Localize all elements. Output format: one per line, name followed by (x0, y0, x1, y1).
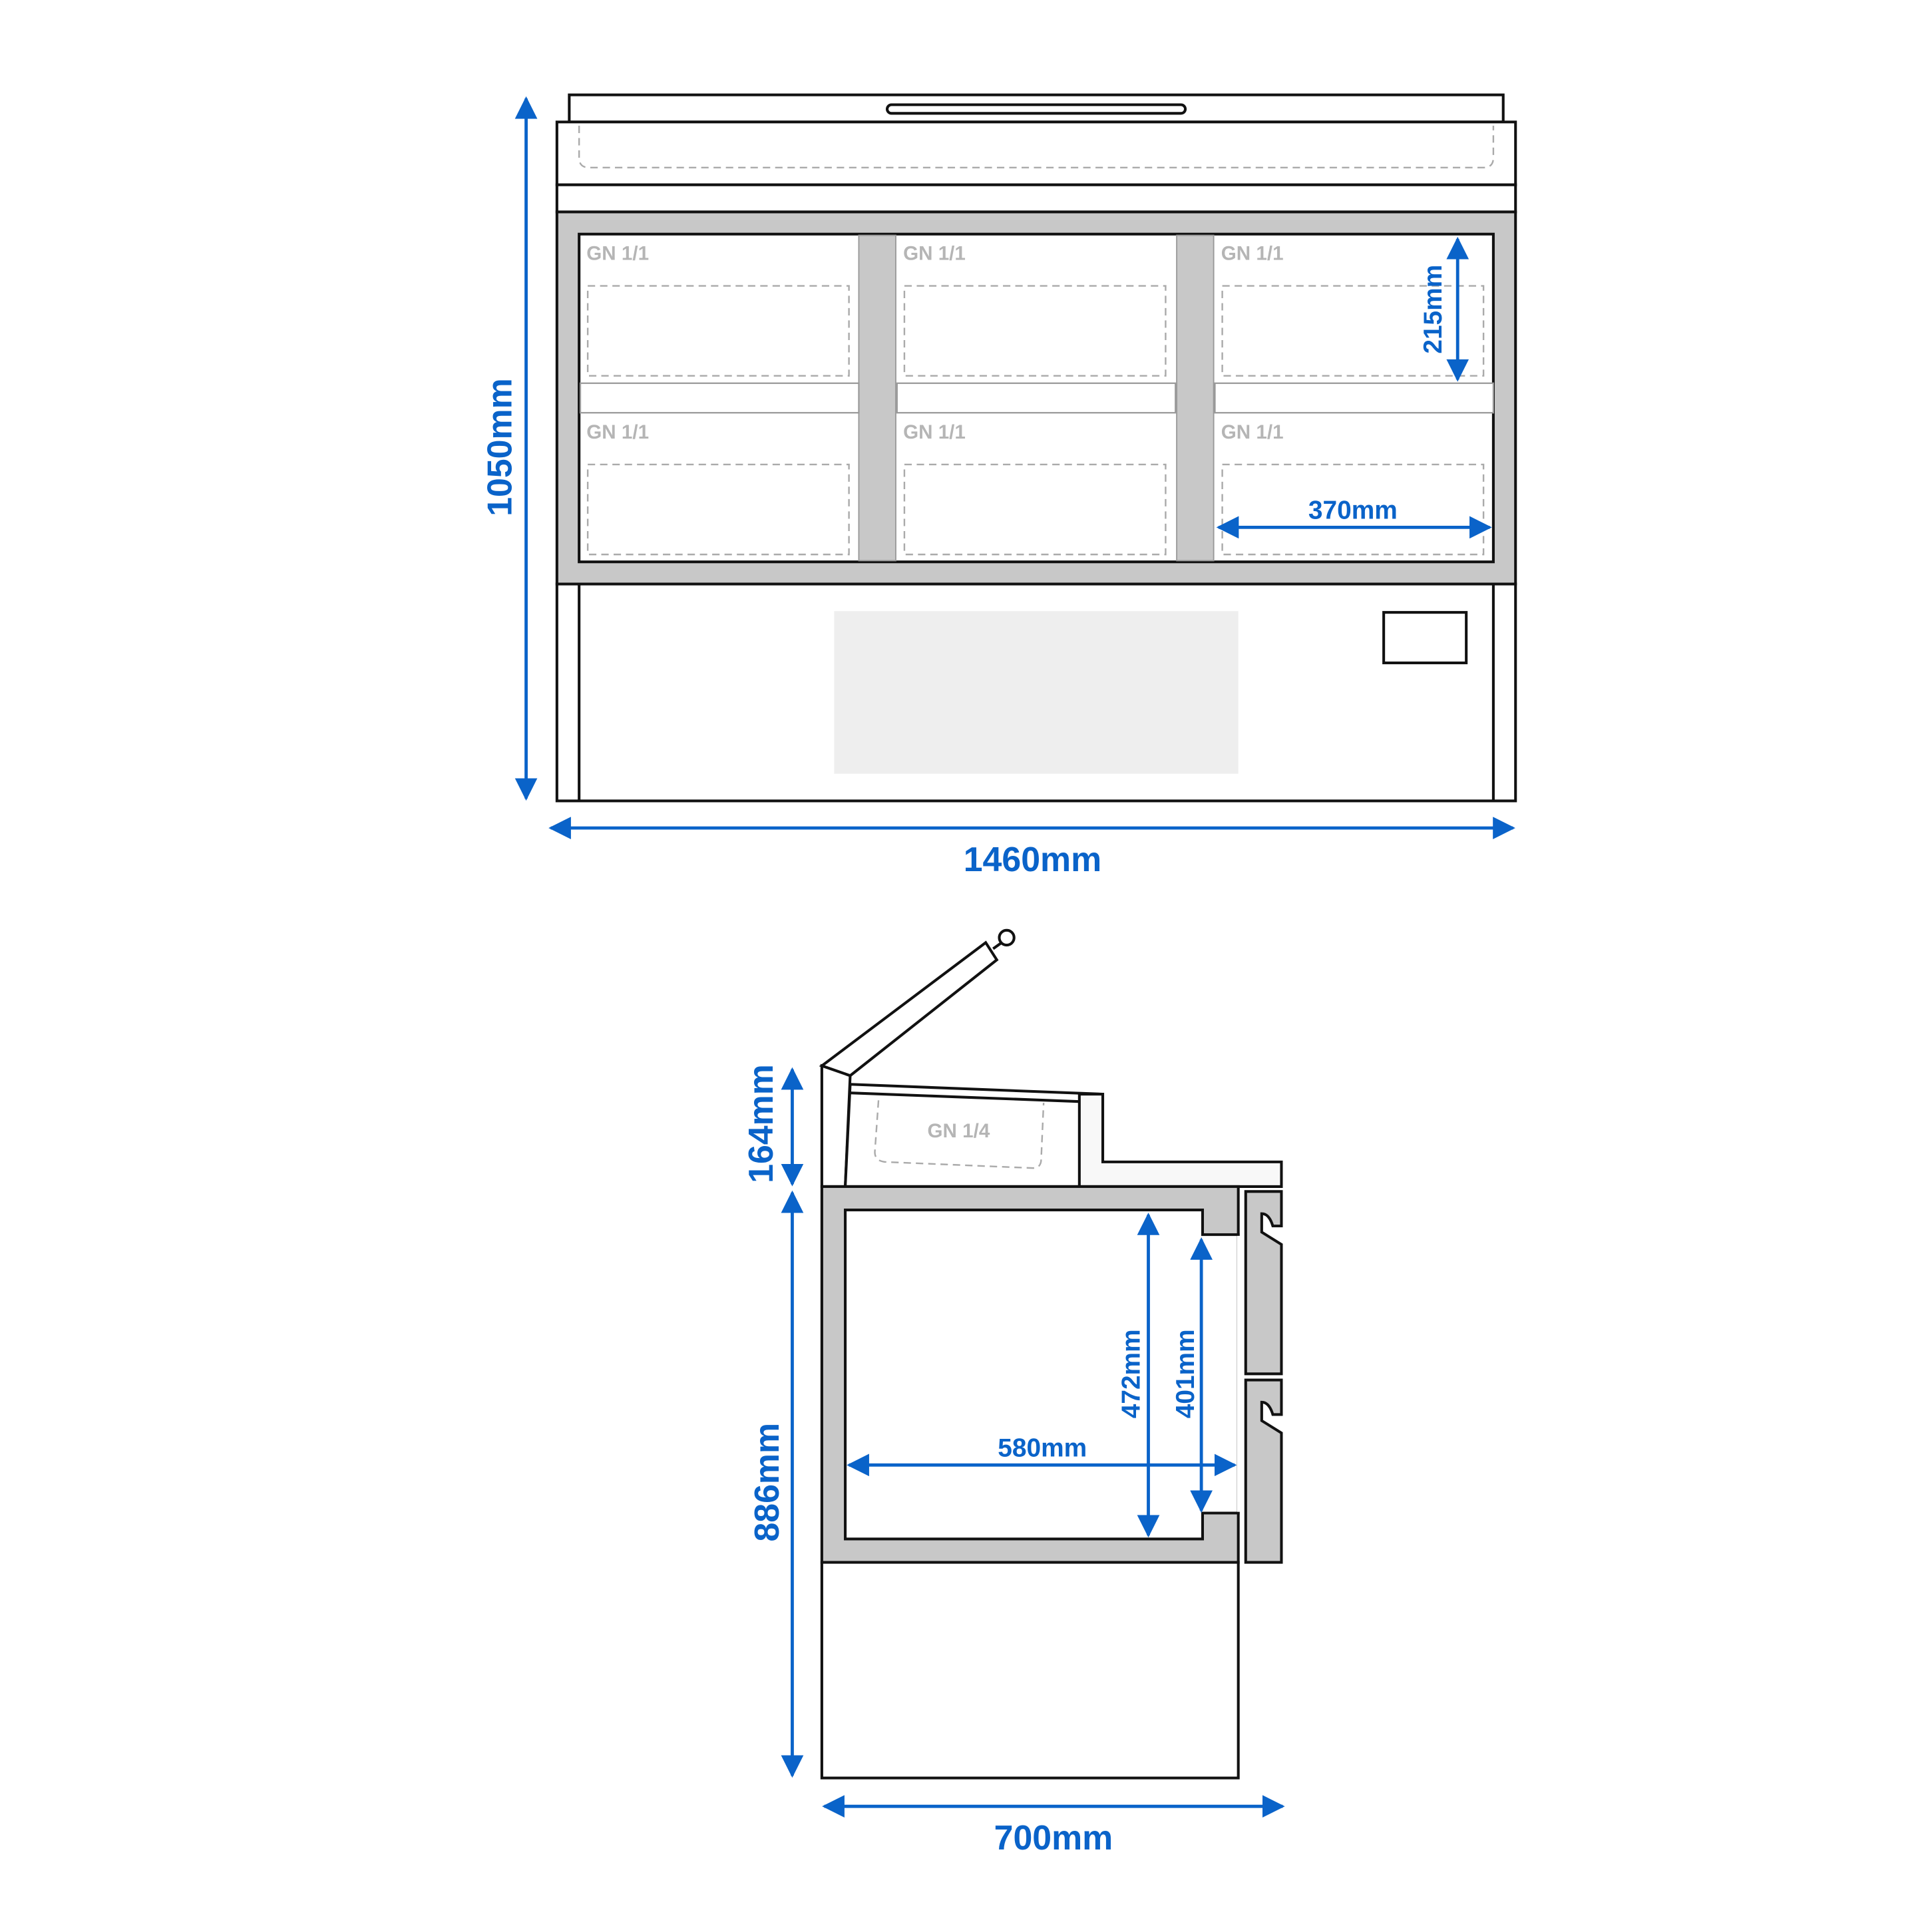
inner-height-label: 472mm (1117, 1329, 1146, 1418)
pan-outline (1221, 285, 1485, 377)
divider (1176, 234, 1215, 562)
upper-band (555, 120, 1517, 186)
gn-pan-label: GN 1/1 (1221, 421, 1284, 443)
pan-outline (1221, 463, 1485, 556)
gn-pan-label: GN 1/4 (927, 1120, 990, 1142)
base-section (820, 1561, 1240, 1780)
front-view: GN 1/1 GN 1/1 GN 1/1 GN 1/1 GN 1/1 GN 1/1 105… (480, 93, 1517, 878)
body-height-label: 886mm (747, 1423, 786, 1542)
control-panel (1382, 611, 1468, 665)
lid-handle (885, 103, 1187, 115)
lid-knob (998, 928, 1016, 947)
gn-pan-slot: GN 1/1 (1221, 421, 1485, 556)
pan-outline (903, 285, 1167, 377)
width-label: 1460mm (964, 840, 1101, 878)
open-lid (819, 940, 999, 1077)
gn-pan-slot: GN 1/1 (1221, 243, 1485, 377)
gn-pan-label: GN 1/1 (586, 421, 649, 443)
height-label: 1050mm (480, 378, 518, 516)
divider (858, 234, 896, 562)
top-height-label: 164mm (741, 1064, 780, 1183)
pan-depth-label: 215mm (1419, 265, 1448, 354)
pan-separator (1214, 382, 1495, 414)
side-view: GN 1/4 164mm 886mm 700mm 580mm 472mm 401… (741, 928, 1285, 1857)
opening-height-label: 401mm (1171, 1329, 1200, 1418)
depth-label: 700mm (994, 1818, 1113, 1857)
gn-pan-label: GN 1/1 (1221, 243, 1284, 265)
pan-separator (896, 382, 1177, 414)
hidden-outline (578, 125, 1495, 168)
pan-separator (579, 382, 860, 414)
front-panel (834, 611, 1239, 774)
gn-pan-slot: GN 1/1 (903, 243, 1167, 377)
pan-width-label: 370mm (1308, 496, 1398, 524)
top-strip (555, 183, 1517, 214)
gn-pan-slot: GN 1/1 (903, 421, 1167, 556)
gn-pan-label: GN 1/1 (903, 243, 966, 265)
gn-quarter-pan (874, 1100, 1045, 1169)
inner-depth-label: 580mm (998, 1434, 1087, 1462)
drawer-upper[interactable] (1244, 1190, 1283, 1376)
gn-pan-label: GN 1/1 (903, 421, 966, 443)
gn-pan-label: GN 1/1 (586, 243, 649, 265)
drawer-lower[interactable] (1244, 1378, 1283, 1564)
pan-outline (903, 463, 1167, 556)
worktop (1077, 1093, 1283, 1188)
